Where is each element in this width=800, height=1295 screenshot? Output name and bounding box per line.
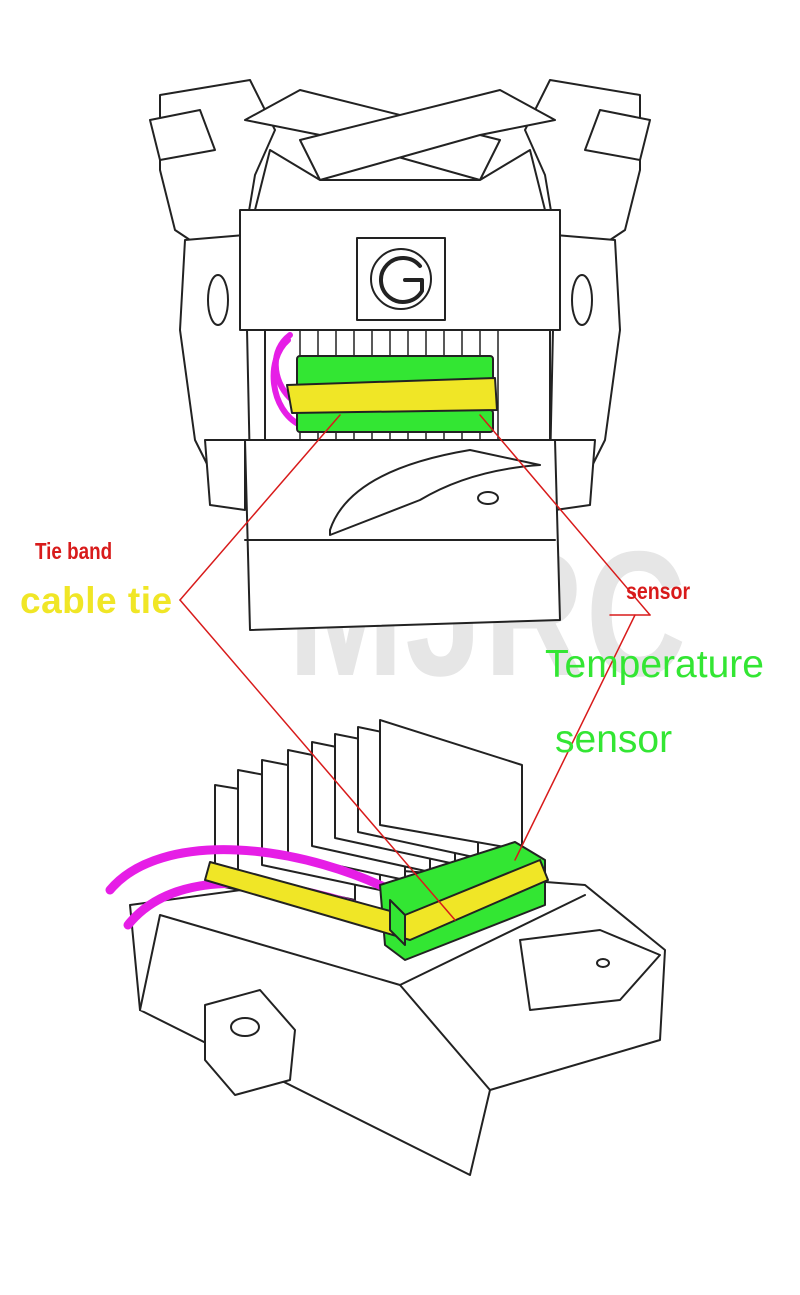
mounted-esc-top xyxy=(149,79,651,631)
leader-lines xyxy=(179,414,651,921)
cable-tie-leader-top xyxy=(179,414,341,601)
cable-tie-label: cable tie xyxy=(20,580,173,621)
cable-tie-leader-bottom xyxy=(179,599,456,921)
sensor-leader-top xyxy=(479,414,651,616)
esc-heatsink-bottom xyxy=(105,719,666,1176)
cable-tie-top xyxy=(286,377,498,414)
tie-band-label: Tie band xyxy=(35,538,113,564)
temperature-sensor-label-line2: sensor xyxy=(555,718,673,761)
temperature-sensor-label-line1: Temperature xyxy=(545,643,764,686)
sensor-label: sensor xyxy=(626,578,691,604)
sensor-leader-bottom xyxy=(514,614,636,861)
